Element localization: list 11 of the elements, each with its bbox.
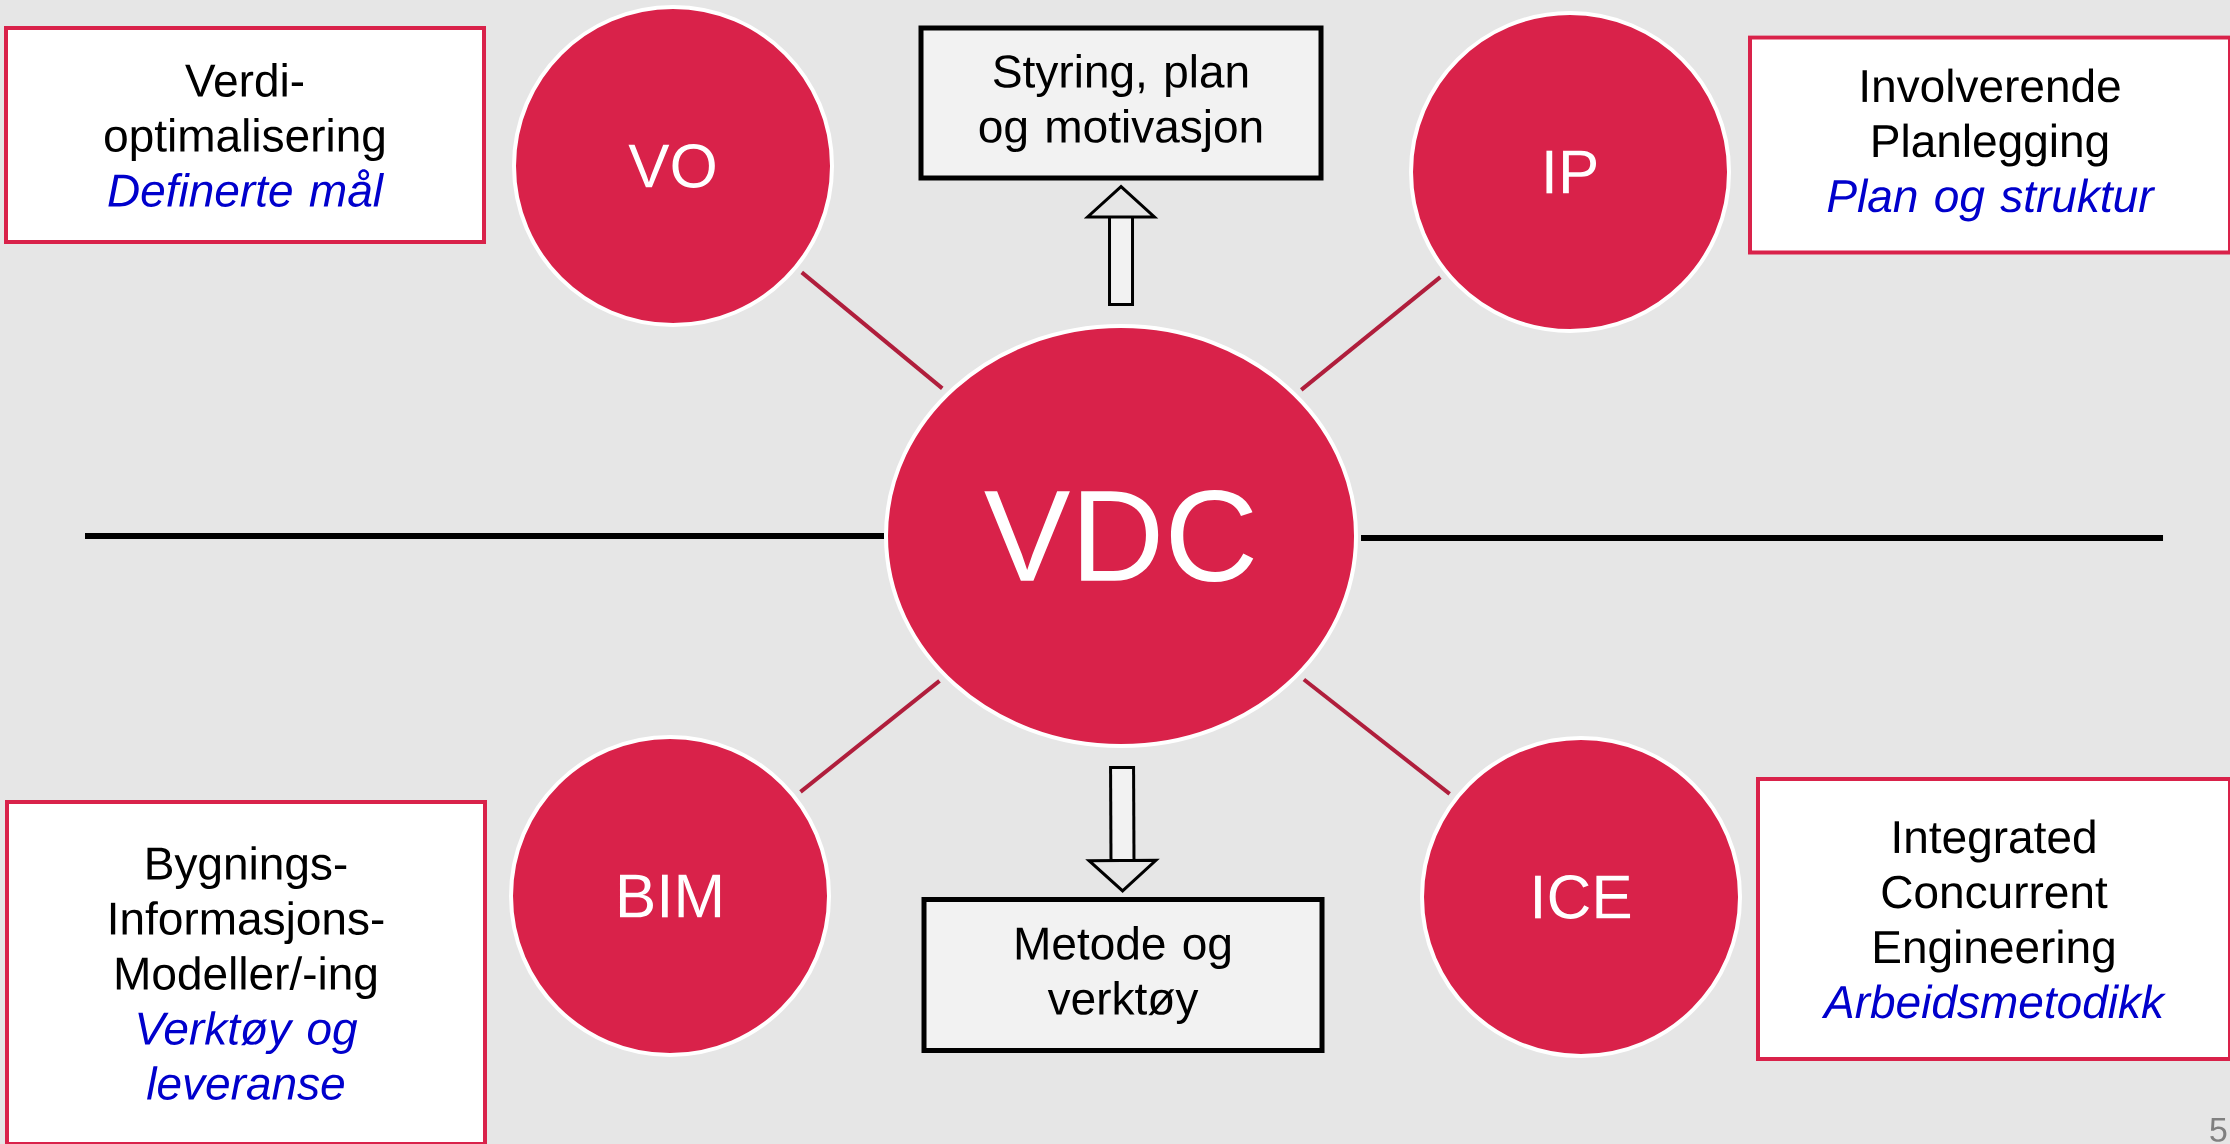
- text-box: Metode og verktøy: [921, 897, 1325, 1053]
- text-box: Involverende Planlegging Plan og struktur: [1748, 35, 2230, 255]
- text-box: Verdi- optimalisering Definerte mål: [4, 26, 486, 244]
- text-box: Bygnings- Informasjons- Modeller/-ing Verktøy og leveranse: [5, 800, 487, 1144]
- text-box: Integrated Concurrent Engineering Arbeidsmetodikk: [1756, 777, 2230, 1061]
- connector-line: [1300, 275, 1442, 392]
- text-box: Styring, plan og motivasjon: [918, 25, 1324, 181]
- page-number: 5: [2210, 1118, 2227, 1142]
- connector-line: [1302, 677, 1451, 796]
- connector-line: [800, 270, 944, 390]
- connector-line: [799, 679, 941, 794]
